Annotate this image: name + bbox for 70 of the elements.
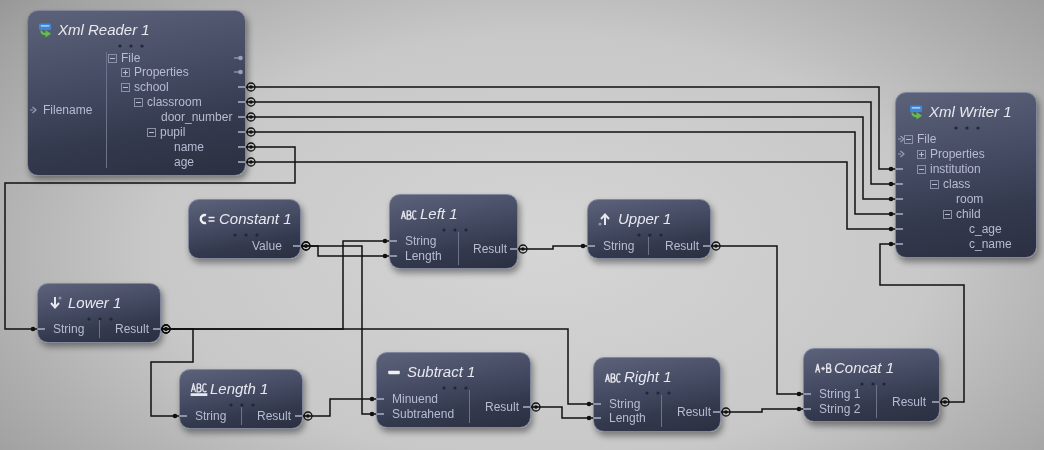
connector-line <box>244 97 897 187</box>
component-panel <box>376 352 531 428</box>
connector-line <box>244 127 897 217</box>
connector-line <box>244 157 897 232</box>
port-label: String <box>603 239 635 253</box>
port-label: pupil <box>160 125 186 139</box>
port-label: room <box>956 192 984 206</box>
component-panel <box>27 10 246 176</box>
port-label: age <box>174 155 195 169</box>
port-label: Result <box>115 322 149 336</box>
port-label: String <box>609 397 641 411</box>
port-label: String <box>53 322 85 336</box>
component-panel <box>593 357 721 432</box>
connector-line <box>529 402 595 421</box>
port-label: String 1 <box>819 387 861 401</box>
component-panel <box>389 194 518 269</box>
port-label: Result <box>677 405 711 419</box>
port-label: Result <box>485 400 519 414</box>
component-title: Xml Writer 1 <box>929 103 1012 121</box>
port-label: institution <box>930 162 981 176</box>
connector-line <box>244 82 897 172</box>
component-panel <box>587 199 711 259</box>
component-title: Concat 1 <box>834 359 895 377</box>
port-label: classroom <box>147 95 202 109</box>
port-label: child <box>956 207 981 221</box>
port-label: Properties <box>930 147 985 161</box>
port-label: File <box>917 132 937 146</box>
port-label: String <box>195 409 227 423</box>
component-title: Upper 1 <box>618 210 672 228</box>
component-title: Length 1 <box>210 380 269 398</box>
port-label: c_age <box>969 222 1002 236</box>
port-label: Filename <box>43 103 93 117</box>
component-panel <box>37 283 161 343</box>
port-label: Length <box>405 249 442 263</box>
port-label: Subtrahend <box>392 407 455 421</box>
port-label: Minuend <box>392 392 439 406</box>
component-title: Right 1 <box>624 368 672 386</box>
connector-line <box>244 112 897 202</box>
component-title: Xml Reader 1 <box>58 21 150 39</box>
connector-line <box>159 324 595 407</box>
connector-line <box>709 241 805 397</box>
component-panel <box>179 369 303 429</box>
port-label: class <box>943 177 971 191</box>
component-panel <box>188 199 301 259</box>
port-label: String 2 <box>819 402 861 416</box>
port-label: Result <box>892 395 926 409</box>
connector-line <box>879 241 965 407</box>
port-label: Result <box>665 239 699 253</box>
component-panel <box>803 348 940 422</box>
port-label: Length <box>609 411 646 425</box>
connector-line <box>516 243 589 254</box>
component-title: Left 1 <box>420 205 458 223</box>
port-label: name <box>174 140 205 154</box>
connector-line <box>719 406 805 417</box>
port-label: Result <box>257 409 291 423</box>
connector-line <box>4 142 296 332</box>
component-panel <box>895 92 1037 258</box>
port-label: String <box>405 234 437 248</box>
port-label: Result <box>473 242 507 256</box>
component-title: Constant 1 <box>219 210 292 228</box>
connector-line <box>299 241 378 417</box>
port-label: Properties <box>134 65 189 79</box>
connector-line <box>301 396 378 421</box>
port-label: door_number <box>161 110 233 124</box>
port-label: File <box>121 51 141 65</box>
component-title: Subtract 1 <box>407 363 476 381</box>
component-title: Lower 1 <box>68 294 122 312</box>
port-label: school <box>134 80 169 94</box>
port-label: c_name <box>969 237 1012 251</box>
port-label: Value <box>252 239 282 253</box>
